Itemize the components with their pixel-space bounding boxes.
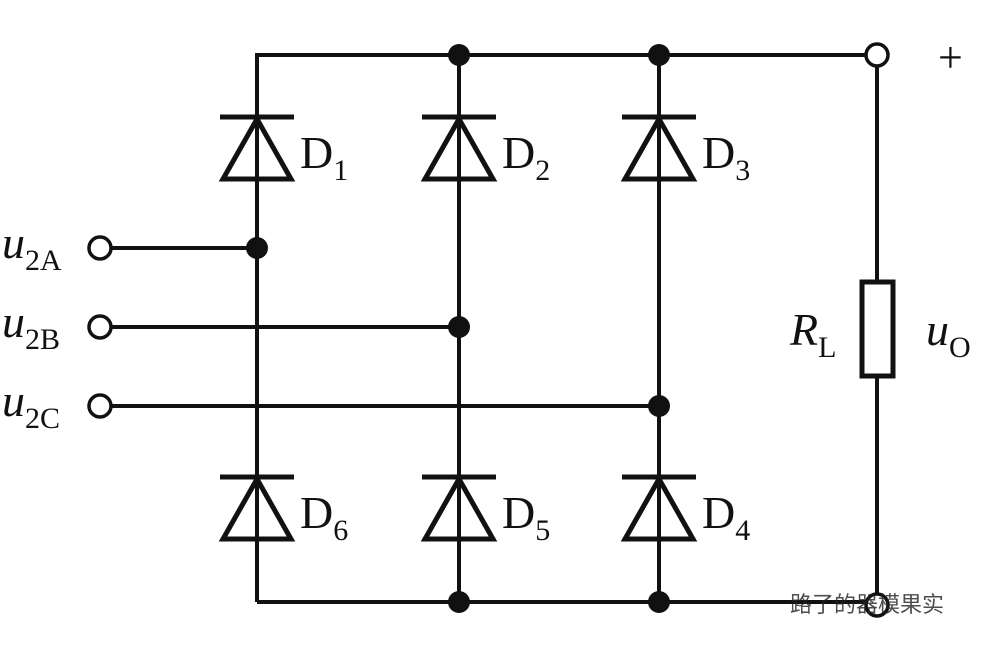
input-terminal-b — [87, 314, 113, 340]
input-terminal-c — [87, 393, 113, 419]
input-label-u2b: u2B — [2, 296, 60, 356]
diode-label-d5: D5 — [502, 487, 550, 547]
watermark: 路了的器模果实 — [790, 593, 944, 618]
output-voltage-label: uO — [926, 304, 971, 364]
load-resistor — [859, 279, 896, 379]
output-terminal-minus — [864, 592, 890, 618]
junction-dot — [448, 591, 470, 613]
diode-label-d3: D3 — [702, 127, 750, 187]
junction-dot — [648, 591, 670, 613]
plus-sign: + — [938, 33, 963, 82]
diode-label-d6: D6 — [300, 487, 348, 547]
input-terminal-a — [87, 235, 113, 261]
diode-label-d4: D4 — [702, 487, 750, 547]
diode-label-d2: D2 — [502, 127, 550, 187]
output-terminal-plus — [864, 42, 890, 68]
diode-label-d1: D1 — [300, 127, 348, 187]
junction-dot — [648, 395, 670, 417]
input-label-u2a: u2A — [2, 217, 62, 277]
junction-dot — [246, 237, 268, 259]
load-label: RL — [789, 304, 836, 364]
input-label-u2c: u2C — [2, 375, 60, 435]
junction-dot — [648, 44, 670, 66]
junction-dot — [448, 44, 470, 66]
junction-dot — [448, 316, 470, 338]
